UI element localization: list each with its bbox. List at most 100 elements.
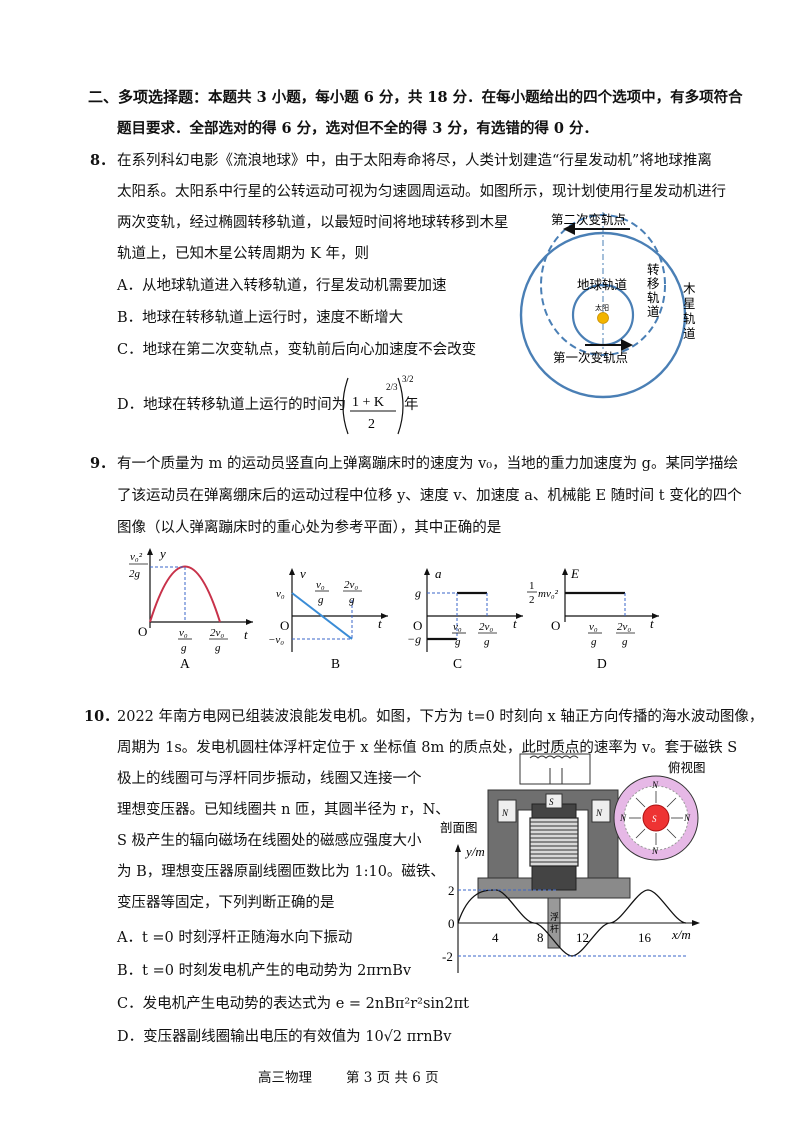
- question-text-line: 为 B，理想变压器原副线圈匝数比为 1:10。磁铁、: [117, 864, 445, 880]
- question-text-line: 有一个质量为 m 的运动员竖直向上弹离蹦床时的速度为 v₀，当地的重力加速度为 …: [117, 456, 738, 472]
- graph-d-origin: O: [551, 618, 560, 633]
- question-number: 10．: [84, 708, 119, 725]
- graph-b-t2-den: g: [349, 594, 355, 606]
- float-label-2: 杆: [550, 923, 559, 934]
- graph-a-t1-num: v₀: [179, 627, 188, 639]
- graph-a-ymark-num: v₀²: [130, 551, 143, 563]
- graph-a-xlabel: t: [244, 627, 248, 642]
- jupiter-orbit-label-4: 道: [683, 326, 696, 341]
- question-text-line: 图像（以人弹离蹦床时的重心处为参考平面），其中正确的是: [117, 520, 502, 536]
- option-d-formula: 1 + K 2/3 2 3/2: [342, 374, 414, 435]
- top-view-n-right: N: [683, 813, 691, 823]
- formula-numerator: 1 + K: [352, 395, 384, 410]
- option-c[interactable]: C．发电机产生电动势的表达式为 e = 2nBπ²r²sin2πt: [117, 996, 469, 1012]
- graph-a-curve: [149, 565, 221, 623]
- earth-orbit-label: 地球轨道: [577, 277, 628, 292]
- question-text-line: 极上的线圈可与浮杆同步振动，线圈又连接一个: [117, 771, 422, 787]
- jupiter-orbit-label-2: 星: [683, 296, 696, 311]
- option-d[interactable]: D．变压器副线圈输出电压的有效值为 10√2 πrnBv: [117, 1029, 452, 1045]
- graph-b-t1-den: g: [318, 594, 324, 606]
- question-text-line: 了该运动员在弹离绷床后的运动过程中位移 y、速度 v、加速度 a、机械能 E 随…: [117, 488, 742, 504]
- wave-origin: 0: [448, 916, 455, 931]
- jupiter-orbit-label-3: 轨: [683, 311, 696, 326]
- graph-b-ylabel: v: [300, 566, 306, 581]
- graph-d-ymark-num: 1: [529, 580, 535, 592]
- transfer-orbit-label-2: 移: [647, 276, 660, 291]
- question-number: 9．: [90, 455, 115, 472]
- graph-a-t2-den: g: [215, 642, 221, 654]
- question-number: 8．: [90, 152, 115, 169]
- graph-b-t1-num: v₀: [316, 579, 325, 591]
- wave-x-tick-16: 16: [638, 930, 652, 945]
- orbit-figure: 第二次变轨点 第一次变轨点 地球轨道 太阳 转 移 轨 道 木 星 轨 道: [519, 212, 696, 399]
- graph-d-ymark-den: 2: [529, 594, 535, 606]
- question-text-line: 周期为 1s。发电机圆柱体浮杆定位于 x 坐标值 8m 的质点处，此时质点的速率…: [117, 740, 738, 756]
- question-text-line: 理想变压器。已知线圈共 n 匝，其圆半径为 r，N、: [117, 802, 450, 818]
- graph-b[interactable]: v t O v₀ −v₀ v₀ g 2v₀ g B: [268, 560, 398, 672]
- graph-a-t2-num: 2v₀: [210, 627, 224, 639]
- wave-ym2: -2: [442, 949, 453, 964]
- question-text-line: S 极产生的辐向磁场在线圈处的磁感应强度大小: [117, 833, 422, 849]
- graph-b-t2-num: 2v₀: [344, 579, 358, 591]
- top-view-s-label: S: [652, 814, 657, 824]
- option-d-suffix: 年: [404, 397, 419, 413]
- wave-ylabel: y/m: [464, 844, 485, 859]
- graph-b-ybot: −v₀: [268, 634, 284, 646]
- question-text-line: 两次变轨，经过椭圆转移轨道，以最短时间将地球转移到木星: [117, 215, 509, 231]
- graph-d-caption: D: [597, 656, 607, 671]
- transfer-orbit-label-3: 轨: [647, 290, 660, 305]
- graph-c-origin: O: [413, 618, 422, 633]
- graph-d-ylabel: E: [570, 566, 579, 581]
- transfer-orbit-label-1: 转: [647, 262, 660, 277]
- magnet-n-label-left: N: [501, 808, 509, 818]
- jupiter-orbit-circle: [519, 231, 687, 399]
- graph-a-t1-den: g: [181, 642, 187, 654]
- graph-b-origin: O: [280, 618, 289, 633]
- wave-x-tick-4: 4: [492, 930, 499, 945]
- graph-a-caption: A: [180, 656, 190, 671]
- option-a[interactable]: A．t =0 时刻浮杆正随海水向下振动: [117, 930, 353, 946]
- graph-b-ytop: v₀: [276, 588, 285, 600]
- option-d[interactable]: D．地球在转移轨道上运行的时间为: [117, 393, 346, 414]
- graph-c-t1-num: v₀: [453, 621, 462, 633]
- top-view-n-bottom: N: [651, 846, 659, 856]
- formula-inner-exponent: 2/3: [386, 382, 398, 392]
- graph-d-xlabel: t: [650, 616, 654, 631]
- first-transfer-point-label: 第一次变轨点: [553, 350, 628, 365]
- top-view-n-top: N: [651, 780, 659, 790]
- wave-x-tick-8: 8: [537, 930, 544, 945]
- graph-c[interactable]: a t O g −g v₀ g 2v₀ g C: [405, 560, 530, 672]
- section-title: 二、多项选择题：: [88, 88, 209, 106]
- formula-outer-exponent: 3/2: [402, 374, 414, 384]
- graph-c-caption: C: [453, 656, 462, 671]
- wave-y2: 2: [448, 883, 455, 898]
- option-a[interactable]: A．从地球轨道进入转移轨道，行星发动机需要加速: [117, 278, 447, 294]
- graph-d-ymark-tail: mv₀²: [538, 588, 559, 600]
- float-label-1: 浮: [550, 911, 559, 922]
- question-text-line: 在系列科幻电影《流浪地球》中，由于太阳寿命将尽，人类计划建造“行星发动机”将地球…: [117, 153, 712, 169]
- graph-d[interactable]: E t O 1 2 mv₀² v₀ g 2v₀ g D: [525, 560, 665, 672]
- section-instructions-line2: 题目要求．全部选对的得 6 分，选对但不全的得 3 分，有选错的得 0 分．: [117, 120, 599, 137]
- graph-a[interactable]: y t O v₀² 2g v₀ g 2v₀ g A: [118, 540, 258, 672]
- graph-d-t2-den: g: [622, 636, 628, 648]
- sun-label: 太阳: [595, 303, 609, 312]
- graph-c-t2-den: g: [484, 636, 490, 648]
- wave-x-tick-12: 12: [576, 930, 589, 945]
- top-view-label: 俯视图: [668, 760, 706, 775]
- option-b[interactable]: B．地球在转移轨道上运行时，速度不断增大: [117, 310, 404, 326]
- wave-xlabel: x/m: [671, 927, 691, 942]
- section-header: 二、多项选择题：本题共 3 小题，每小题 6 分，共 18 分．在每小题给出的四…: [88, 86, 743, 107]
- graph-b-caption: B: [331, 656, 340, 671]
- graph-a-origin: O: [138, 624, 147, 639]
- question-text-line: 太阳系。太阳系中行星的公转运动可视为匀速圆周运动。如图所示，现计划使用行星发动机…: [117, 184, 726, 200]
- graph-a-ylabel: y: [158, 546, 166, 561]
- graph-b-line: [291, 592, 353, 640]
- option-b[interactable]: B．t =0 时刻发电机产生的电动势为 2πrnBv: [117, 963, 412, 979]
- second-transfer-point-label: 第二次变轨点: [551, 212, 626, 227]
- graph-c-xlabel: t: [513, 616, 517, 631]
- option-d-prefix: D．地球在转移轨道上运行的时间为: [117, 397, 347, 413]
- option-c[interactable]: C．地球在第二次变轨点，变轨前后向心加速度不会改变: [117, 342, 477, 358]
- footer-page-number: 第 3 页 共 6 页: [346, 1070, 439, 1086]
- question-text-line: 2022 年南方电网已组装波浪能发电机。如图，下方为 t=0 时刻向 x 轴正方…: [117, 709, 764, 725]
- graph-c-t1-den: g: [455, 636, 461, 648]
